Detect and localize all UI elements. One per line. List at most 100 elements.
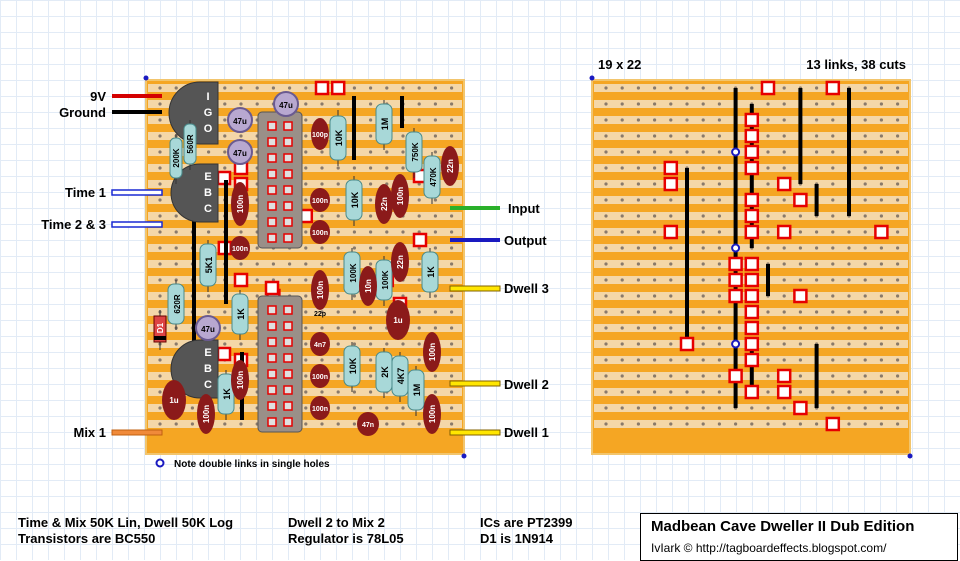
strip-hole (863, 134, 867, 138)
strip-hole (782, 358, 786, 362)
strip-hole (685, 150, 689, 154)
strip-hole (766, 134, 770, 138)
track-cut (744, 320, 760, 336)
strip-hole (669, 374, 673, 378)
cap-47u-c: 47u (273, 91, 299, 117)
strip-hole (320, 182, 324, 186)
board-corner-markers (143, 75, 913, 459)
strip-hole (750, 422, 754, 426)
strip-hole (685, 422, 689, 426)
strip-hole (620, 342, 624, 346)
ic-pin (283, 337, 293, 347)
strip-hole (450, 390, 454, 394)
track-cut (314, 80, 330, 96)
double-link-marker (731, 243, 741, 253)
resistor-200k: 200K (169, 134, 183, 184)
strip-hole (717, 278, 722, 282)
strip-hole (288, 262, 292, 266)
strip-hole (831, 294, 835, 298)
svg-text:5K1: 5K1 (204, 257, 214, 274)
footnote-pots: Time & Mix 50K Lin, Dwell 50K Log (18, 515, 234, 530)
strip-hole (766, 422, 770, 426)
transistor-2-pin-e: E (204, 347, 211, 359)
strip-hole (766, 198, 770, 202)
strip-hole (896, 310, 900, 314)
strip-hole (831, 150, 835, 154)
strip-hole (896, 118, 900, 122)
strip-hole (620, 294, 624, 298)
strip-hole (685, 374, 689, 378)
track-cut (728, 368, 743, 384)
svg-text:D1: D1 (156, 322, 165, 333)
strip-hole (620, 310, 624, 314)
transistor-1: E B C (170, 163, 219, 223)
strip-hole (847, 246, 851, 250)
strip-hole (417, 358, 421, 362)
label-dwell2: Dwell 2 (504, 377, 549, 392)
strip-hole (636, 246, 641, 250)
strip-hole (831, 262, 835, 266)
strip-hole (896, 86, 900, 90)
label-9v: 9V (90, 89, 106, 104)
track-cut (216, 346, 232, 362)
strip-hole (401, 406, 405, 410)
strip-hole (782, 406, 786, 410)
strip-hole (701, 198, 705, 202)
cap-100n-j: 100n (197, 394, 215, 434)
diode-d1: D1 (153, 310, 167, 350)
strip-hole (604, 390, 608, 394)
strip-hole (653, 214, 657, 218)
regulator: I G O (168, 81, 219, 145)
resistor-1m-b: 1M (407, 366, 425, 416)
strip-hole (158, 230, 162, 234)
ic-pin (267, 305, 277, 315)
ic-pin (283, 305, 293, 315)
strip-hole (433, 102, 437, 106)
strip-hole (717, 230, 722, 234)
track-cut (728, 272, 743, 288)
regulator-pin-g: G (204, 107, 213, 119)
svg-text:100n: 100n (236, 195, 245, 213)
strip-hole (320, 246, 324, 250)
strip-hole (815, 102, 819, 106)
resistor-620r: 620R (167, 280, 185, 330)
ic-pin (267, 201, 277, 211)
strip-hole (653, 278, 657, 282)
strip-hole (863, 342, 867, 346)
strip-hole (701, 150, 705, 154)
track-cut (776, 384, 792, 400)
strip-hole (831, 310, 835, 314)
ic-pin (267, 369, 277, 379)
strip-hole (239, 102, 243, 106)
cap-22n-b: 22n (375, 184, 393, 224)
strip-hole (158, 406, 162, 410)
strip-hole (450, 326, 454, 330)
cap-100n-b: 100n (230, 236, 250, 260)
strip-hole (847, 374, 851, 378)
resistor-100k-a: 100K (343, 248, 361, 300)
track-cut (744, 160, 760, 176)
strip-hole (701, 310, 705, 314)
ic-pin (267, 401, 277, 411)
strip-hole (636, 326, 641, 330)
strip-hole (450, 86, 454, 90)
cap-4n7: 4n7 (310, 332, 330, 356)
strip-hole (433, 230, 437, 234)
strip-hole (766, 374, 770, 378)
strip-hole (798, 342, 803, 346)
strip-hole (831, 214, 835, 218)
strip-hole (669, 326, 673, 330)
strip-hole (782, 102, 786, 106)
strip-hole (863, 198, 867, 202)
strip-hole (158, 166, 162, 170)
strip-hole (896, 214, 900, 218)
strip-hole (385, 86, 389, 90)
strip-hole (669, 406, 673, 410)
wires (111, 94, 501, 436)
strip-hole (620, 406, 624, 410)
strip-hole (401, 422, 405, 426)
cap-100n-e: 100n (391, 174, 409, 218)
strip-hole (896, 246, 900, 250)
track-cut (744, 336, 760, 352)
ic-pin (283, 401, 293, 411)
